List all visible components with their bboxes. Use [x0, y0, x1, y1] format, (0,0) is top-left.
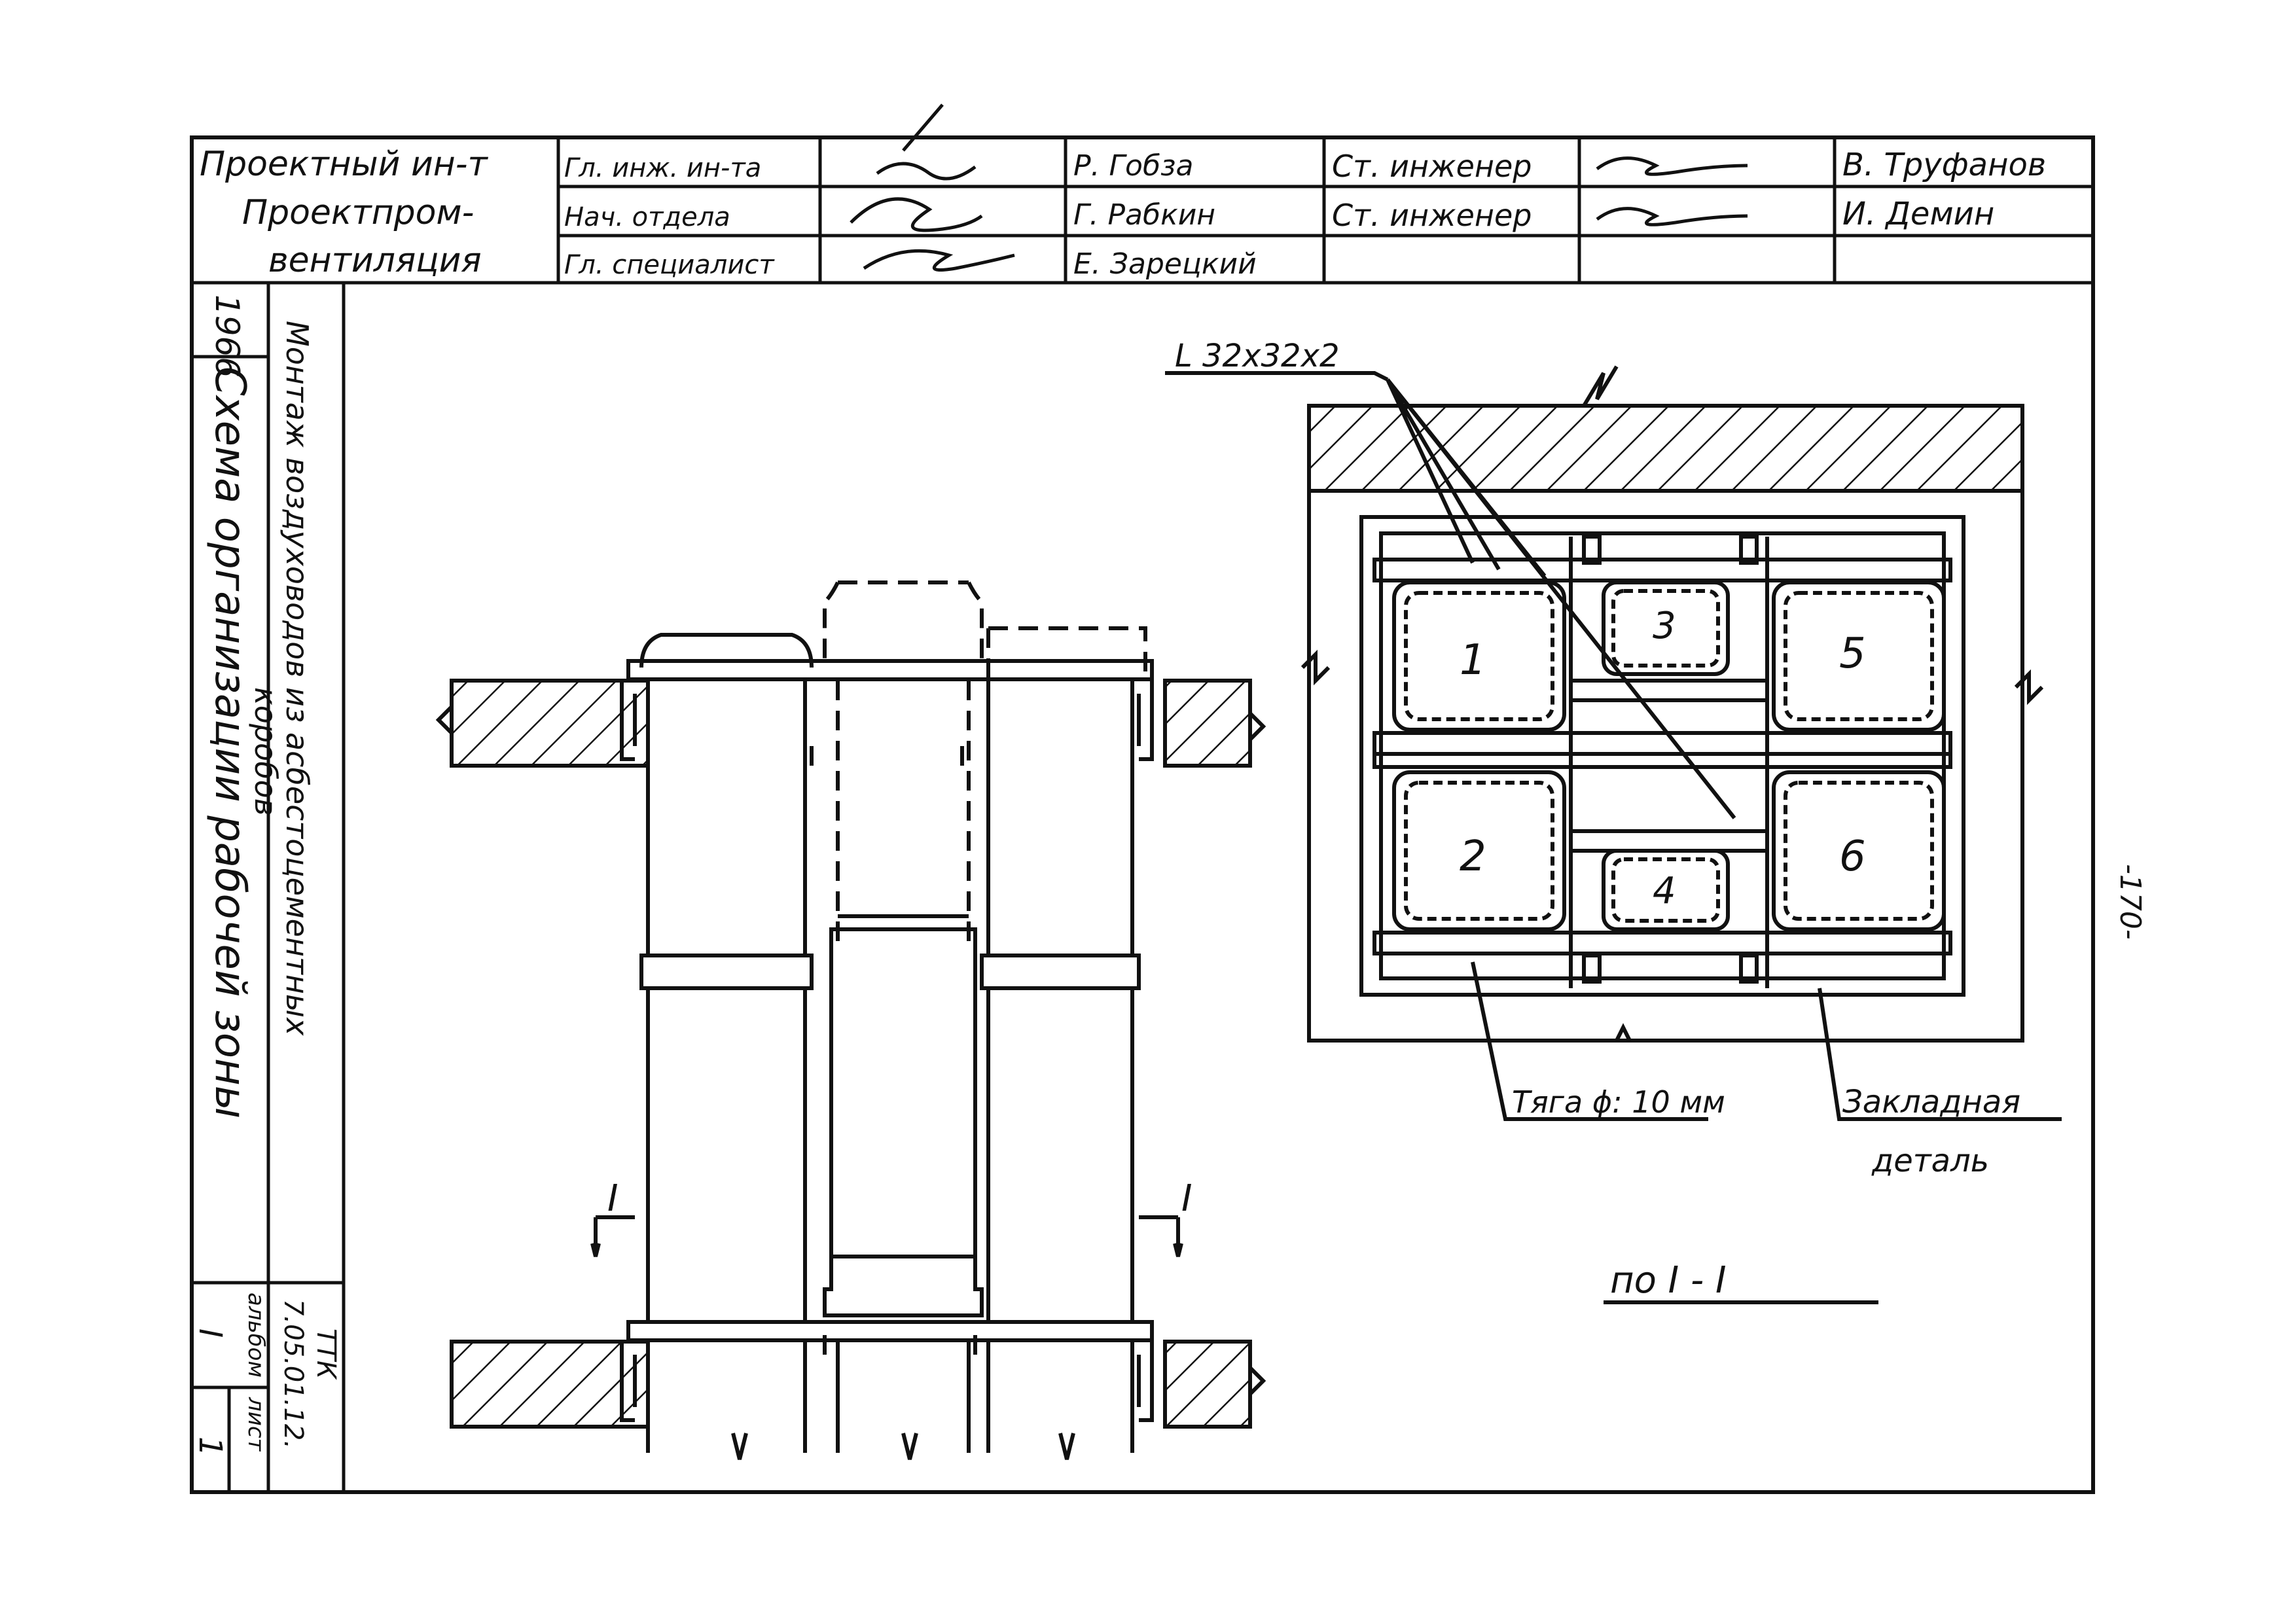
duct-number-5: 5: [1839, 630, 1866, 678]
page-number: -170-: [2113, 864, 2147, 940]
name-2: Г. Рабкин: [1073, 198, 1215, 232]
role-right-2: Ст. инженер: [1332, 198, 1532, 233]
album-value: I: [192, 1329, 228, 1338]
signatures-right: [1596, 156, 1748, 226]
org-line1: Проектный ин-т: [200, 145, 489, 184]
code-line1: ТТК: [311, 1329, 341, 1380]
title-block: [192, 137, 2093, 285]
duct-number-1: 1: [1460, 636, 1486, 685]
sheet-label: лист: [243, 1397, 269, 1452]
duct-number-6: 6: [1839, 832, 1866, 881]
duct-number-2: 2: [1460, 832, 1486, 881]
org-line2: Проектпром-: [242, 193, 474, 232]
signatures-left: [850, 103, 1015, 272]
rod-label: Тяга ϕ: 10 мм: [1512, 1084, 1725, 1120]
org-line3: вентиляция: [268, 241, 482, 280]
section-mark-left: I: [607, 1177, 619, 1220]
role-right-1: Ст. инженер: [1332, 149, 1532, 184]
name-1: Р. Гобза: [1073, 149, 1193, 183]
embedded-label-line2: деталь: [1871, 1143, 1989, 1179]
section-caption: по I - I: [1610, 1259, 1727, 1302]
name-right-1: В. Труфанов: [1842, 147, 2046, 183]
angle-label: L 32x32x2: [1175, 338, 1340, 374]
album-label: альбом: [243, 1293, 269, 1378]
code-line2: 7.05.01.12.: [278, 1299, 308, 1449]
name-3: Е. Зарецкий: [1073, 247, 1257, 281]
embedded-label-line1: Закладная: [1842, 1084, 2020, 1120]
year: 1966: [208, 294, 246, 378]
section-mark-right: I: [1181, 1177, 1193, 1220]
duct-number-4: 4: [1653, 870, 1676, 912]
scheme-title: Схема организации рабочей зоны: [206, 366, 254, 1118]
subject-line1: Монтаж воздуховодов из асбестоцементных: [279, 321, 315, 1036]
role-3: Гл. специалист: [564, 250, 775, 280]
subject-line2: коробов: [248, 687, 283, 816]
duct-number-3: 3: [1653, 605, 1676, 647]
elevation-view: [435, 580, 1266, 1460]
side-block: [192, 283, 346, 1492]
name-right-2: И. Демин: [1842, 196, 1994, 232]
role-1: Гл. инж. ин-та: [564, 153, 761, 183]
role-2: Нач. отдела: [564, 202, 730, 232]
sheet-frame: [190, 135, 2095, 1494]
section-view: [1165, 365, 2062, 1304]
sheet-value: 1: [192, 1436, 228, 1457]
